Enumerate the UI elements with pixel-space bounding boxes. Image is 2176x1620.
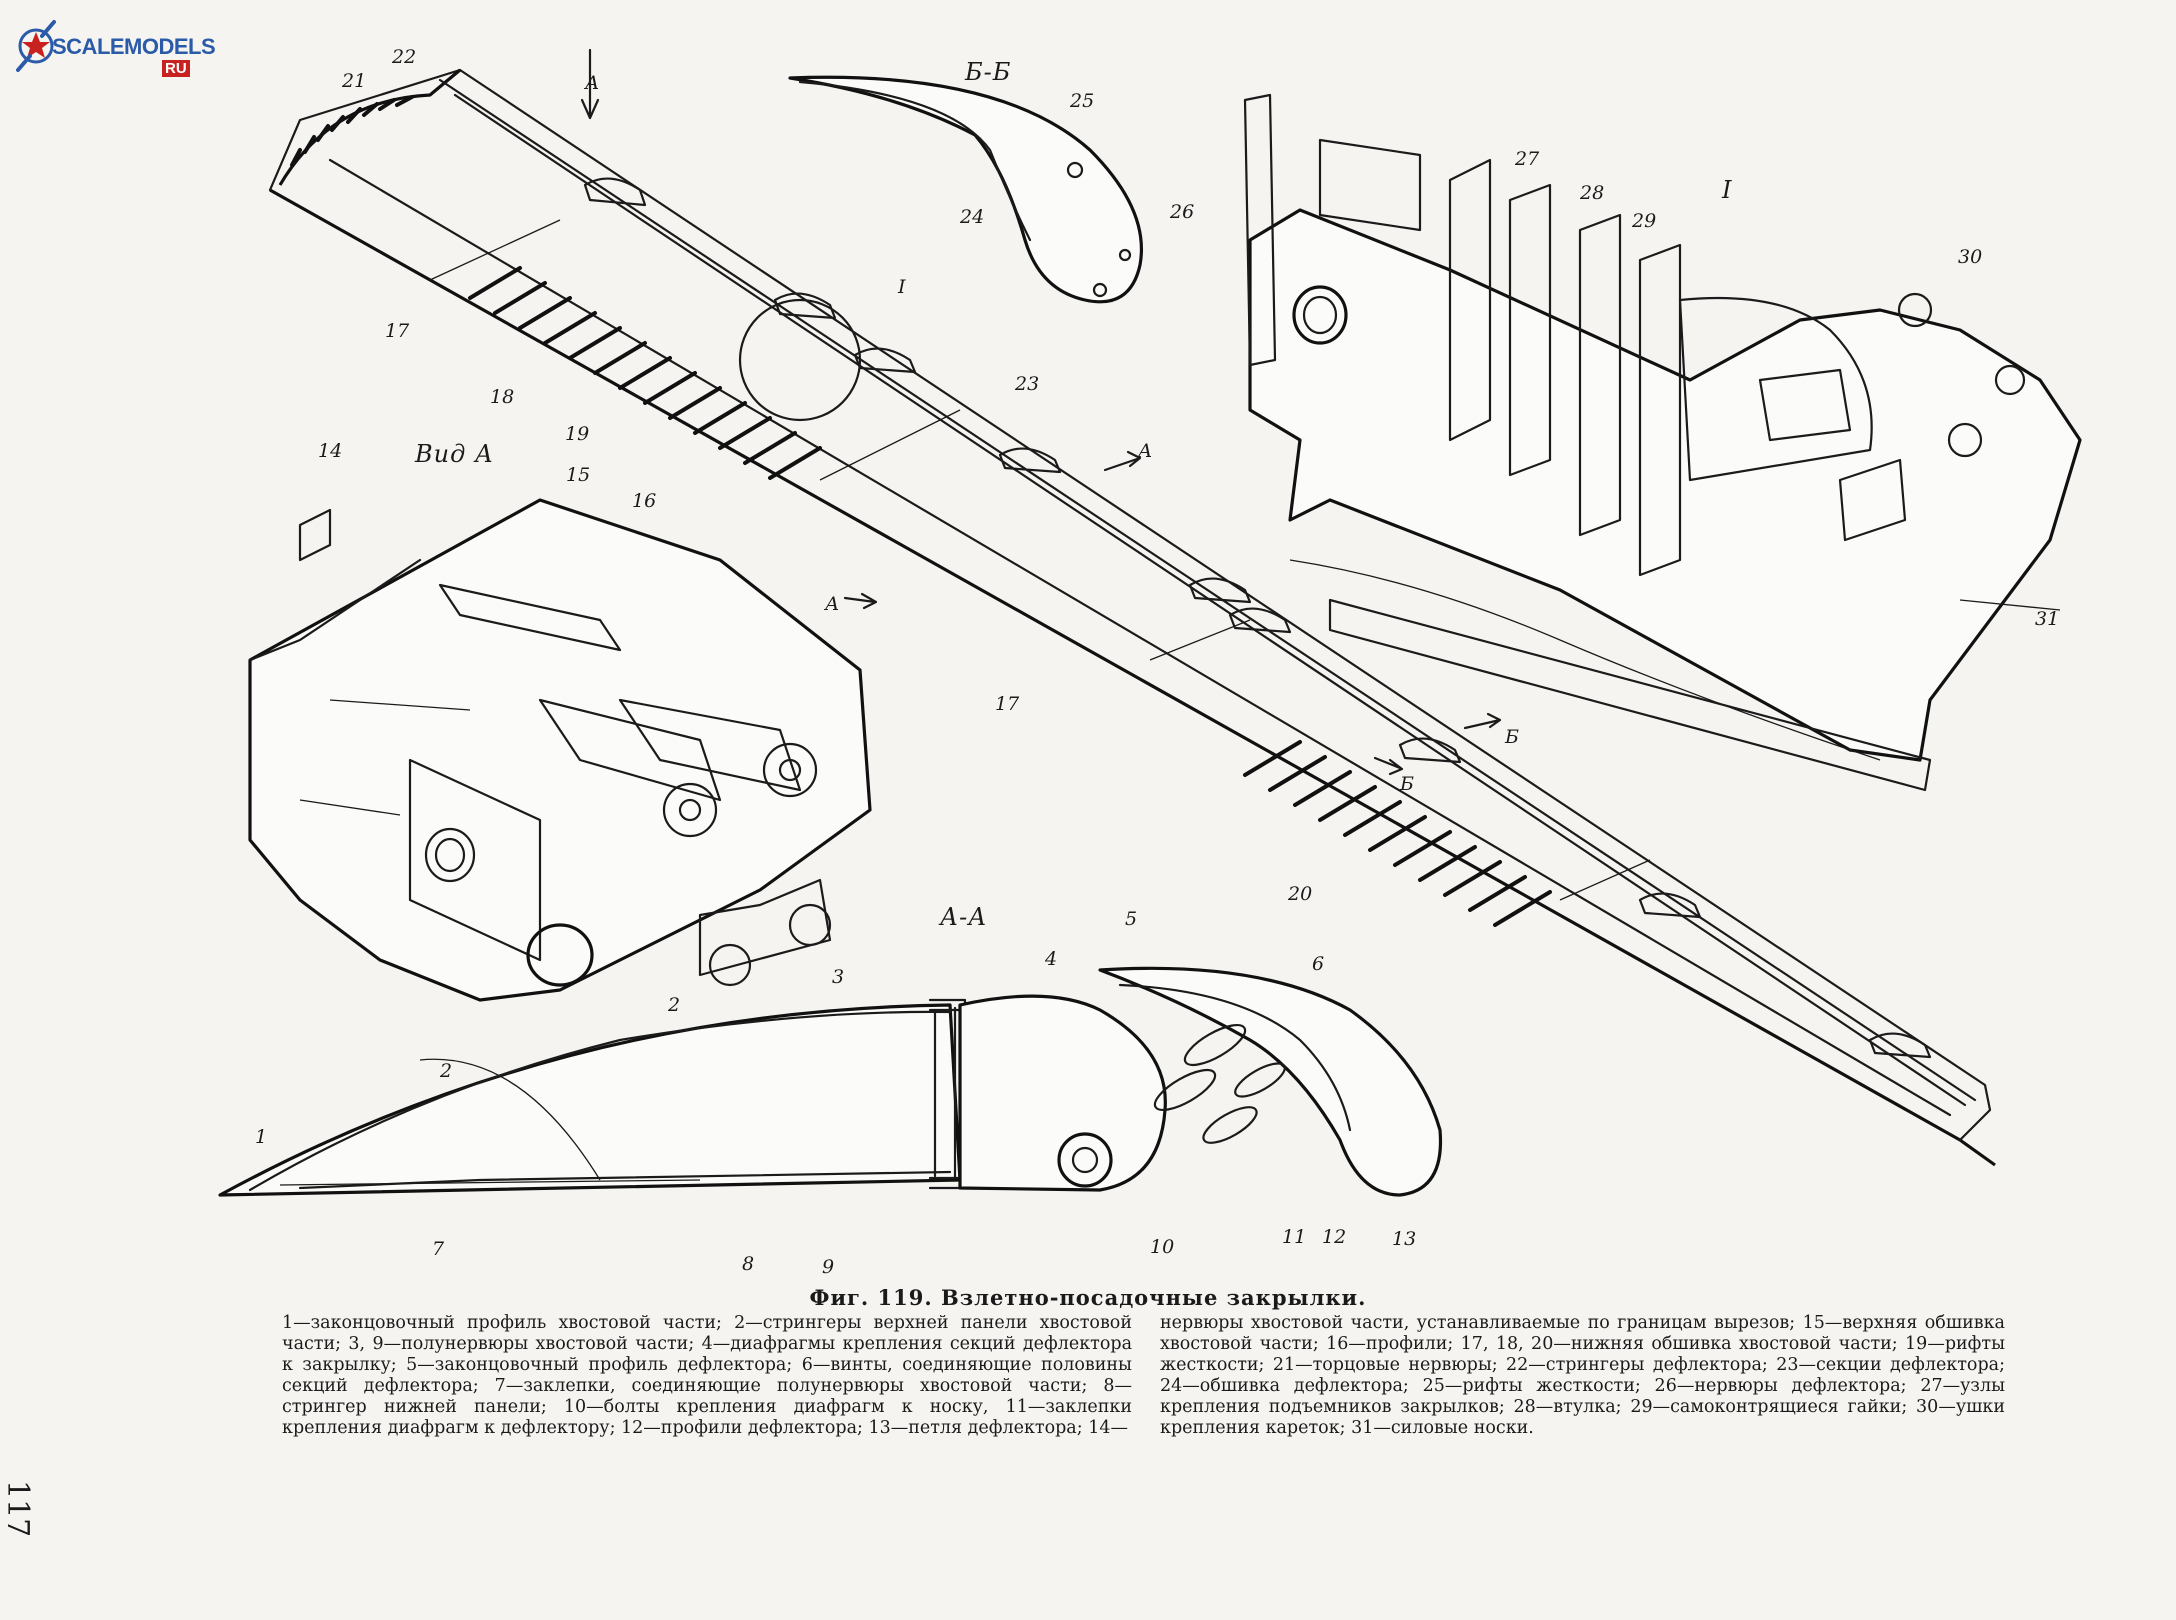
callout-18: 18 xyxy=(490,386,515,408)
callout-19: 19 xyxy=(565,423,590,445)
callout-22: 22 xyxy=(392,46,417,68)
callout-20: 20 xyxy=(1288,883,1313,905)
callout-15: 15 xyxy=(566,464,591,486)
detail-circle-i xyxy=(738,298,862,422)
detail-label-i: I xyxy=(1722,176,1733,204)
section-aa-profile xyxy=(218,966,1443,1197)
callout-24: 24 xyxy=(960,206,985,228)
watermark-suffix: RU xyxy=(162,60,190,77)
callout-5: 5 xyxy=(1125,908,1138,930)
view-a-drawing xyxy=(248,498,872,1002)
stiffener-slots-20 xyxy=(1243,740,1552,927)
callout-23: 23 xyxy=(1015,373,1040,395)
callout-10: 10 xyxy=(1150,1236,1175,1258)
section-label-aa: А-А xyxy=(940,903,988,931)
callout-12: 12 xyxy=(1322,1226,1347,1248)
section-bb-profile xyxy=(788,75,1143,304)
page-number: 117 xyxy=(0,1480,35,1538)
figure-legend-right: нервюры хвостовой части, устанавливаемые… xyxy=(1160,1313,2005,1438)
detail-i-drawing xyxy=(1243,93,2082,792)
deflector-brackets xyxy=(583,177,1932,1059)
callout-30: 30 xyxy=(1958,246,1983,268)
section-label-bb: Б-Б xyxy=(965,58,1012,86)
watermark-brand: SCALEMODELS xyxy=(52,34,216,59)
detail-circle-label-i: I xyxy=(898,276,906,298)
callout-27: 27 xyxy=(1515,148,1540,170)
figure-legend-left: 1—законцовочный профиль хвостовой части;… xyxy=(282,1313,1132,1438)
callout-25: 25 xyxy=(1070,90,1095,112)
watermark-logo: SCALEMODELS RU xyxy=(12,10,216,80)
deflector-lightening-holes xyxy=(1153,1023,1286,1144)
callout-21: 21 xyxy=(342,70,367,92)
propeller-star-icon xyxy=(16,20,56,72)
callout-13: 13 xyxy=(1392,1228,1417,1250)
callout-3: 3 xyxy=(832,966,845,988)
view-label-a: Вид А xyxy=(415,440,495,468)
callout-17-top: 17 xyxy=(385,320,410,342)
callout-9: 9 xyxy=(822,1256,835,1278)
callout-6: 6 xyxy=(1312,953,1325,975)
callout-26: 26 xyxy=(1170,201,1195,223)
end-rib-hatch xyxy=(290,95,414,167)
stiffener-slots-19 xyxy=(468,266,822,480)
arrow-label-b-lower: Б xyxy=(1400,773,1414,795)
callout-31: 31 xyxy=(2035,608,2060,630)
callout-2-left: 2 xyxy=(440,1060,453,1082)
callout-16: 16 xyxy=(632,490,657,512)
callout-14: 14 xyxy=(318,440,343,462)
callout-29: 29 xyxy=(1632,210,1657,232)
figure-caption-title: Фиг. 119. Взлетно-посадочные закрылки. xyxy=(809,1285,1367,1310)
callout-2-right: 2 xyxy=(668,994,681,1016)
callout-17-mid: 17 xyxy=(995,693,1020,715)
callout-28: 28 xyxy=(1580,182,1605,204)
callout-7: 7 xyxy=(432,1238,445,1260)
arrow-label-a-top: А xyxy=(585,72,600,94)
callout-1: 1 xyxy=(255,1126,268,1148)
flap-long-view xyxy=(268,48,1996,1167)
arrow-label-b-upper: Б xyxy=(1505,726,1519,748)
callout-11: 11 xyxy=(1282,1226,1307,1248)
arrow-label-a-right: А xyxy=(1138,440,1153,462)
arrow-label-a-left: А xyxy=(825,593,840,615)
callout-8: 8 xyxy=(742,1253,755,1275)
callout-4: 4 xyxy=(1045,948,1058,970)
